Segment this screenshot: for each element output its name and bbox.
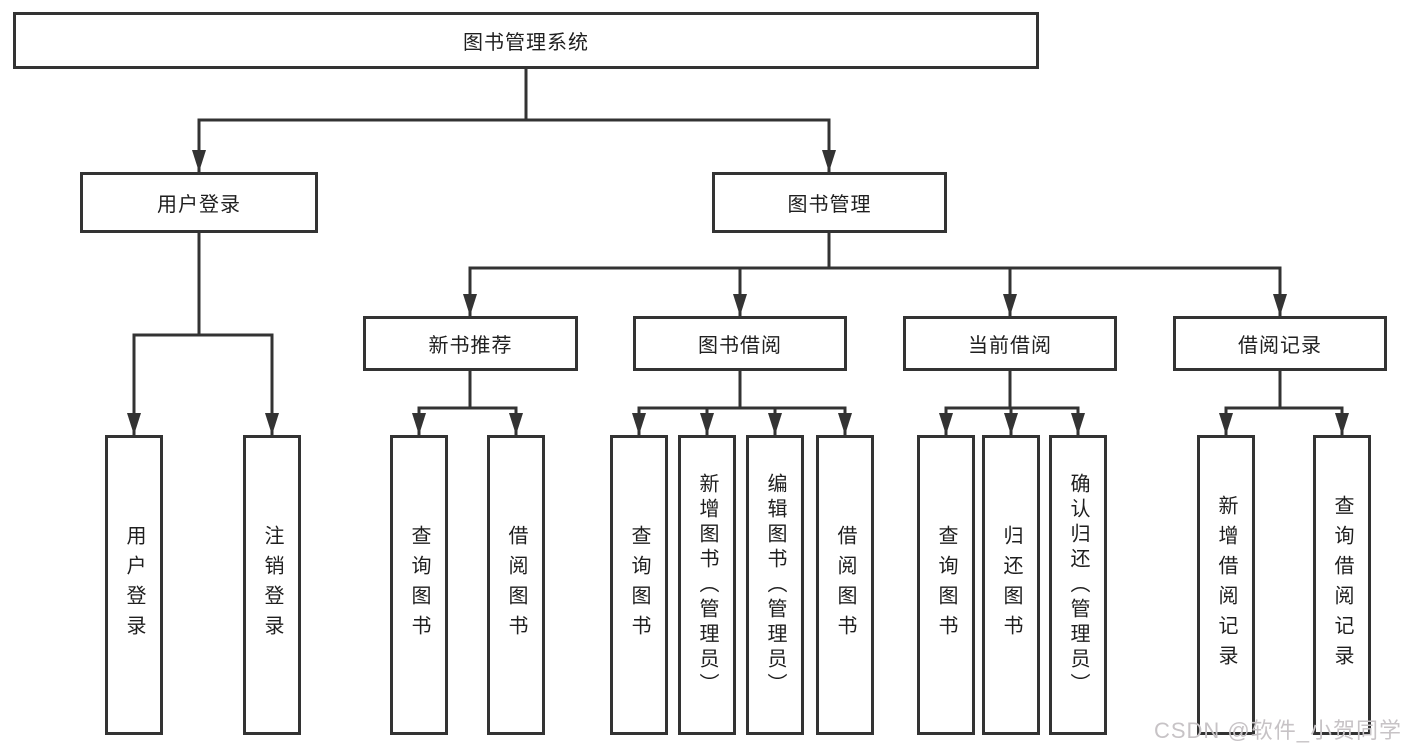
leaf-logout: 注销登录 bbox=[243, 435, 301, 735]
watermark: CSDN @软件_小贺同学 bbox=[1153, 718, 1402, 743]
leaf-user-login: 用户登录 bbox=[105, 435, 163, 735]
leaf-query-books-current: 查询图书 bbox=[917, 435, 975, 735]
leaf-confirm-return-admin-label: 确认归还（管理员） bbox=[1067, 472, 1089, 698]
leaf-add-borrow-record-label: 新增借阅记录 bbox=[1215, 495, 1237, 675]
leaf-add-books-admin: 新增图书（管理员） bbox=[678, 435, 736, 735]
node-borrowing-records: 借阅记录 bbox=[1173, 316, 1387, 371]
leaf-add-borrow-record: 新增借阅记录 bbox=[1197, 435, 1255, 735]
node-current-borrowing: 当前借阅 bbox=[903, 316, 1117, 371]
leaf-logout-label: 注销登录 bbox=[261, 525, 283, 645]
leaf-add-books-admin-label: 新增图书（管理员） bbox=[696, 472, 718, 698]
node-user-login: 用户登录 bbox=[80, 172, 318, 233]
leaf-return-books-label: 归还图书 bbox=[1000, 525, 1022, 645]
leaf-borrow-books-recommend-label: 借阅图书 bbox=[505, 525, 527, 645]
leaf-borrow-books-borrowing: 借阅图书 bbox=[816, 435, 874, 735]
leaf-query-books-recommend: 查询图书 bbox=[390, 435, 448, 735]
node-root: 图书管理系统 bbox=[13, 12, 1039, 69]
leaf-query-borrow-record-label: 查询借阅记录 bbox=[1331, 495, 1353, 675]
node-book-management: 图书管理 bbox=[712, 172, 947, 233]
leaf-query-books-recommend-label: 查询图书 bbox=[408, 525, 430, 645]
leaf-confirm-return-admin: 确认归还（管理员） bbox=[1049, 435, 1107, 735]
leaf-edit-books-admin: 编辑图书（管理员） bbox=[746, 435, 804, 735]
leaf-query-books-current-label: 查询图书 bbox=[935, 525, 957, 645]
leaf-return-books: 归还图书 bbox=[982, 435, 1040, 735]
leaf-edit-books-admin-label: 编辑图书（管理员） bbox=[764, 472, 786, 698]
leaf-query-books-borrowing-label: 查询图书 bbox=[628, 525, 650, 645]
leaf-query-borrow-record: 查询借阅记录 bbox=[1313, 435, 1371, 735]
leaf-query-books-borrowing: 查询图书 bbox=[610, 435, 668, 735]
node-new-book-recommendation: 新书推荐 bbox=[363, 316, 578, 371]
node-book-borrowing: 图书借阅 bbox=[633, 316, 847, 371]
leaf-user-login-label: 用户登录 bbox=[123, 525, 145, 645]
leaf-borrow-books-borrowing-label: 借阅图书 bbox=[834, 525, 856, 645]
leaf-borrow-books-recommend: 借阅图书 bbox=[487, 435, 545, 735]
